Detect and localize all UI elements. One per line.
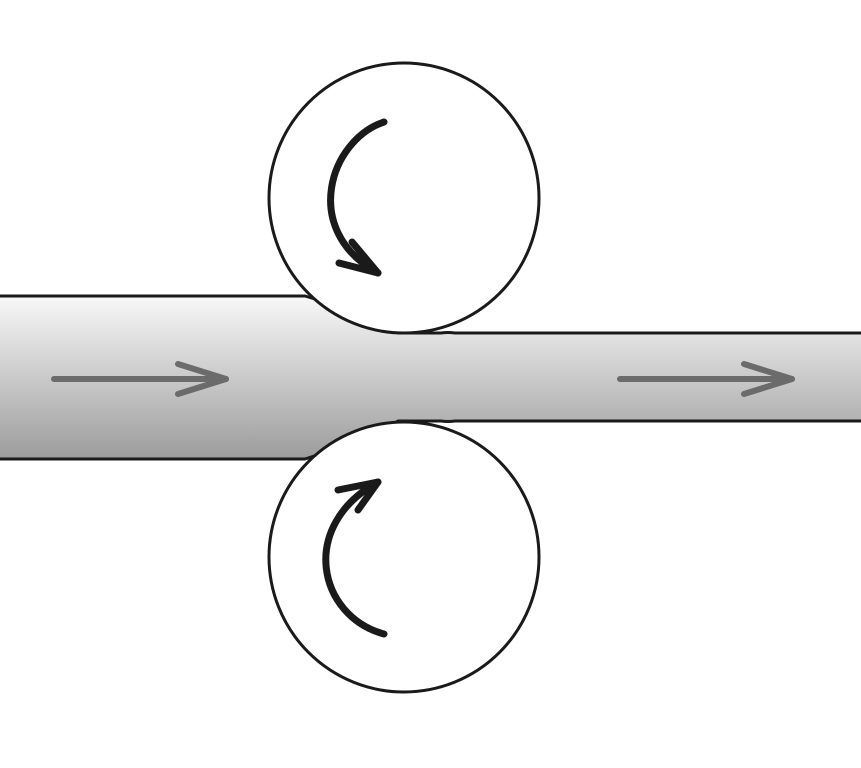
upper-roller bbox=[267, 61, 541, 335]
lower-roller bbox=[267, 420, 541, 694]
clockwise-rotation-arrow-icon bbox=[327, 118, 388, 277]
flow-arrow-out-icon bbox=[617, 361, 795, 397]
flow-arrow-in-icon bbox=[51, 361, 229, 397]
counterclockwise-rotation-arrow-icon bbox=[322, 478, 388, 638]
